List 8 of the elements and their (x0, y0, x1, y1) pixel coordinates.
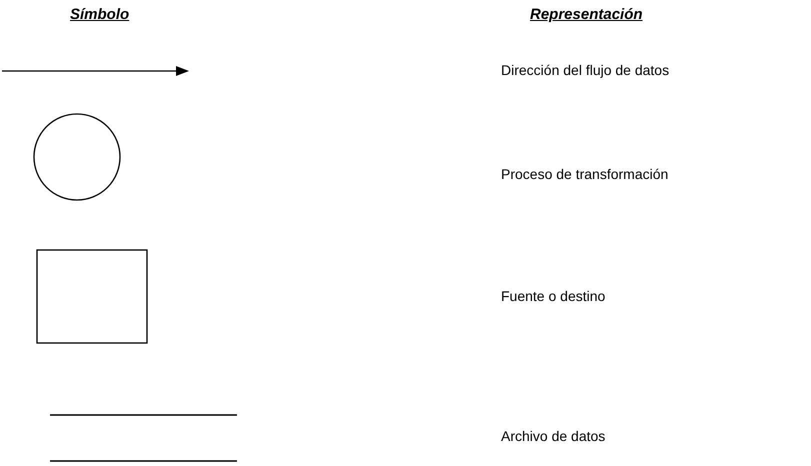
legend-label: Fuente o destino (501, 288, 606, 304)
legend-label: Dirección del flujo de datos (501, 62, 670, 78)
legend-label: Archivo de datos (501, 428, 606, 444)
circle-symbol (33, 113, 121, 201)
column-heading: Símbolo (70, 6, 130, 23)
legend-label: Proceso de transformación (501, 166, 668, 182)
square-symbol (36, 249, 148, 344)
column-heading: Representación (530, 6, 643, 23)
